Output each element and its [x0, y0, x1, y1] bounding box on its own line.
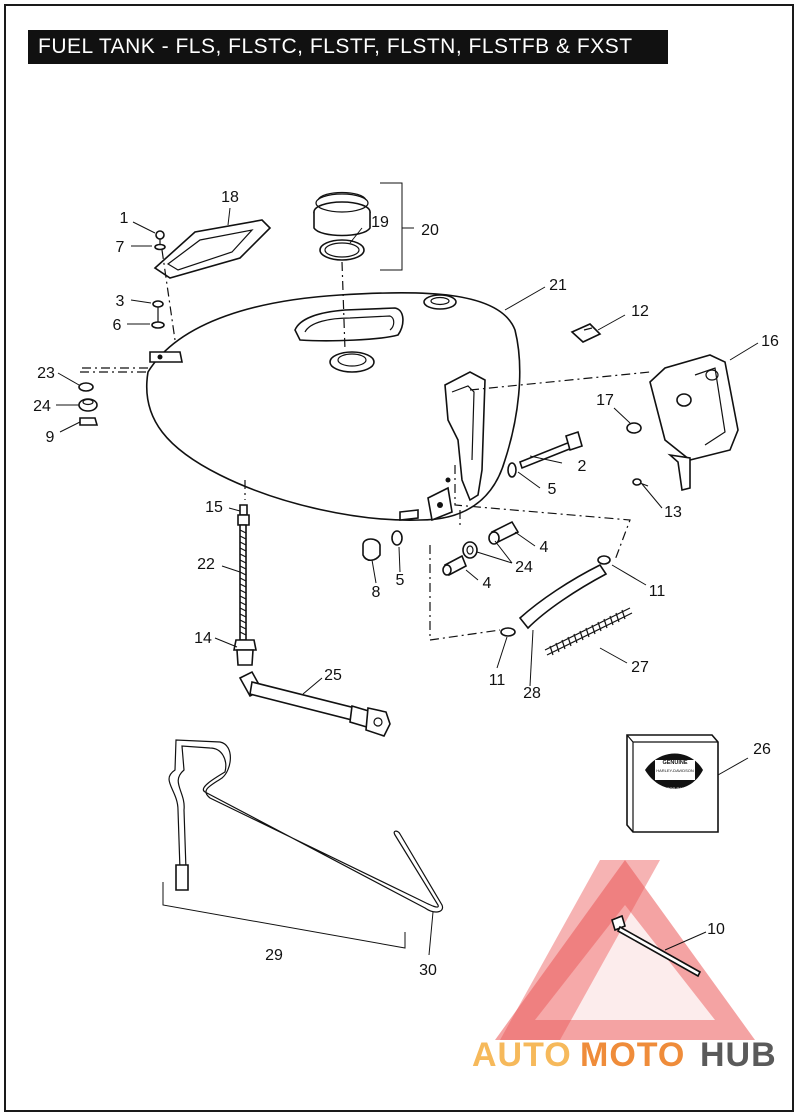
washer-5a	[507, 462, 517, 478]
bracket-29	[162, 882, 406, 949]
watermark-hub: HUB	[700, 1036, 777, 1074]
callout-19: 19	[371, 214, 389, 231]
vent-line-29-30	[168, 739, 444, 913]
washer-6	[151, 321, 165, 329]
fuel-hose-28	[518, 563, 608, 630]
fitting-14	[233, 639, 257, 666]
washer-7	[154, 243, 166, 251]
fuel-cap-gasket	[319, 239, 365, 261]
leader-lines	[56, 207, 759, 956]
watermark-logo	[495, 860, 755, 1040]
callout-17: 17	[596, 392, 614, 409]
package-26: GENUINE HARLEY-DAVIDSON MOTOR PARTS	[626, 734, 719, 833]
callout-12: 12	[631, 303, 649, 320]
title-bar: FUEL TANK - FLS, FLSTC, FLSTF, FLSTN, FL…	[28, 30, 668, 64]
watermark-text: AUTO MOTO HUB	[472, 1036, 777, 1074]
callout-29: 29	[265, 947, 283, 964]
callout-30: 30	[419, 962, 437, 979]
washer-17	[626, 422, 642, 434]
fuel-sender-22	[237, 504, 250, 641]
callout-6: 6	[113, 317, 122, 334]
callout-21: 21	[549, 277, 567, 294]
callout-27: 27	[631, 659, 649, 676]
callout-8: 8	[372, 584, 381, 601]
callout-2: 2	[578, 458, 587, 475]
callout-24b: 24	[515, 559, 533, 576]
callout-11a: 11	[649, 583, 666, 600]
screw-1	[155, 230, 165, 246]
callout-4b: 4	[483, 575, 492, 592]
package-label-motor-parts: MOTOR PARTS	[661, 786, 690, 791]
callout-14: 14	[194, 630, 212, 647]
callout-10: 10	[707, 921, 725, 938]
callout-5b: 5	[396, 572, 405, 589]
callout-24: 24	[33, 398, 51, 415]
callout-5a: 5	[548, 481, 557, 498]
grommet-24	[78, 398, 98, 412]
callout-26: 26	[753, 741, 771, 758]
callout-4a: 4	[540, 539, 549, 556]
callout-11b: 11	[489, 672, 506, 689]
cable-tie-10	[611, 914, 702, 978]
callout-7: 7	[116, 239, 125, 256]
callout-25: 25	[324, 667, 342, 684]
bolt-2	[519, 430, 583, 470]
callout-18: 18	[221, 189, 239, 206]
screw-3	[152, 300, 164, 322]
callout-9: 9	[46, 429, 55, 446]
screw-13	[632, 478, 649, 487]
washer-23	[78, 382, 94, 392]
watermark-auto: AUTO	[472, 1036, 572, 1074]
callout-3: 3	[116, 293, 125, 310]
hose-spring-27	[544, 607, 633, 656]
callout-labels: 1 7 3 6 23 24 9 18 19 20 21 12 16 17 2 5…	[33, 189, 779, 979]
heat-shield-16	[649, 354, 739, 491]
spacer-4a	[488, 520, 520, 545]
acorn-nut-8	[362, 538, 381, 562]
washer-5b	[391, 530, 403, 546]
callout-1: 1	[120, 210, 129, 227]
callout-22: 22	[197, 556, 215, 573]
clamp-11a	[597, 555, 611, 565]
package-label-brand: HARLEY-DAVIDSON	[656, 768, 694, 773]
page-title: FUEL TANK - FLS, FLSTC, FLSTF, FLSTN, FL…	[38, 35, 633, 58]
clip-12	[570, 323, 602, 343]
fuel-valve-25	[238, 670, 391, 737]
fuel-tank	[146, 291, 521, 522]
diagram-frame	[4, 4, 794, 1112]
spacer-4b	[442, 554, 468, 577]
callout-16: 16	[761, 333, 779, 350]
callout-13: 13	[664, 504, 682, 521]
package-label-genuine: GENUINE	[662, 760, 687, 766]
clamp-11b	[500, 627, 516, 637]
grommet-24b	[462, 541, 478, 559]
bracket-20	[380, 182, 403, 271]
console-plate	[153, 219, 272, 279]
callout-23: 23	[37, 365, 55, 382]
callout-28: 28	[523, 685, 541, 702]
nut-9	[79, 417, 99, 426]
callout-15: 15	[205, 499, 223, 516]
watermark-moto: MOTO	[580, 1036, 685, 1074]
callout-20: 20	[421, 222, 439, 239]
fuel-cap	[313, 191, 371, 237]
